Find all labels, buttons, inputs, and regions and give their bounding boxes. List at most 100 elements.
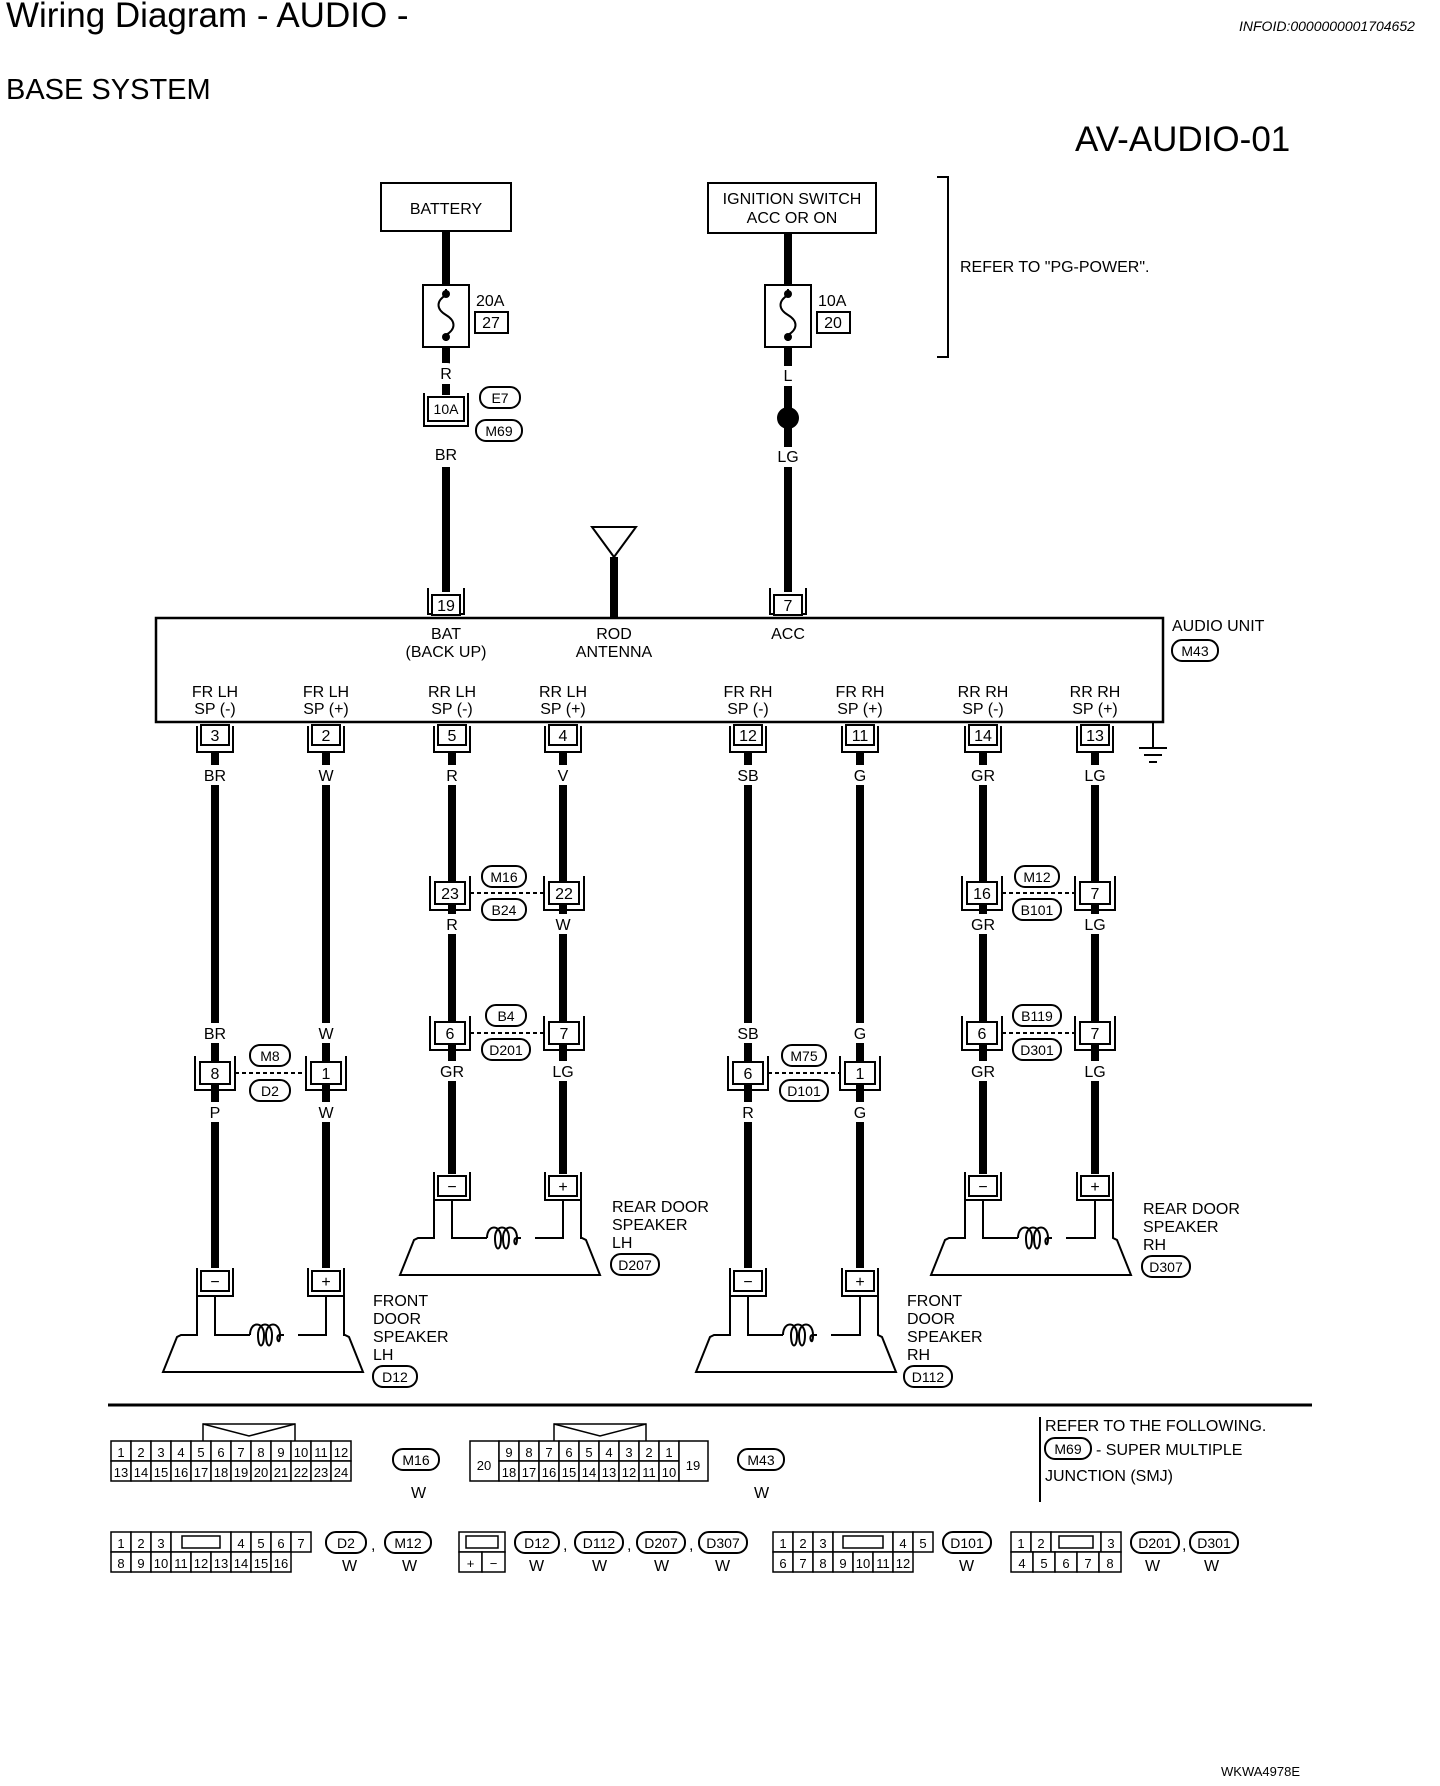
junction-m12-b101: 16 7 M12 B101 GR LG: [961, 865, 1116, 934]
svg-text:BR: BR: [204, 1026, 226, 1043]
acc-label: ACC: [771, 626, 805, 643]
svg-text:GR: GR: [971, 1064, 995, 1081]
d2-top-cell-label: 6: [277, 1536, 284, 1551]
svg-text:G: G: [854, 1026, 866, 1043]
d12-pill-label: D12: [524, 1535, 550, 1551]
svg-text:M75: M75: [790, 1048, 817, 1064]
svg-text:RR LH: RR LH: [539, 684, 587, 701]
svg-text:6: 6: [446, 1026, 455, 1043]
svg-text:16: 16: [973, 886, 991, 903]
d101-bot-cell-label: 6: [779, 1556, 786, 1571]
rear-door-speaker-rh: − + REAR DOOR SPEAKER RH D307: [929, 1172, 1240, 1278]
pin-10a: 10A: [434, 401, 460, 417]
svg-text:8: 8: [211, 1066, 220, 1083]
svg-text:M16: M16: [490, 869, 517, 885]
svg-text:LG: LG: [1084, 768, 1105, 785]
conn-e7: [479, 386, 521, 409]
m43-bot-cell-label: 14: [582, 1465, 596, 1480]
d12-latch: [465, 1535, 499, 1549]
svg-text:RH: RH: [1143, 1237, 1166, 1254]
svg-text:SB: SB: [737, 1026, 758, 1043]
svg-text:11: 11: [852, 728, 869, 745]
d12-wire-color: W: [529, 1558, 545, 1575]
wire-r-label: R: [440, 366, 452, 383]
d101-top-cell-label: 3: [819, 1536, 826, 1551]
d201-top-cell-label: 3: [1107, 1536, 1114, 1551]
audio-unit-box: [154, 616, 1165, 724]
info-id: INFOID:0000000001704652: [1239, 18, 1415, 34]
svg-text:SP (+): SP (+): [837, 701, 883, 718]
m16-bot-cell-label: 22: [294, 1465, 308, 1480]
battery-label: BATTERY: [410, 201, 483, 218]
svg-text:+: +: [321, 1274, 330, 1291]
svg-text:R: R: [446, 917, 458, 934]
junction-m8-d2: BR W 8 1 M8 D2 P W: [194, 1023, 347, 1122]
d101-pill: [942, 1531, 992, 1554]
m43-bot-cell-label: 12: [622, 1465, 636, 1480]
svg-text:SPEAKER: SPEAKER: [373, 1329, 449, 1346]
d2-top-cell-label: 1: [117, 1536, 124, 1551]
d101-bot-cell-label: 10: [856, 1556, 870, 1571]
d2-bot-cell-label: 11: [174, 1556, 188, 1571]
pin-7-top: 7: [769, 588, 807, 616]
svg-text:12: 12: [739, 728, 757, 745]
svg-text:LG: LG: [552, 1064, 573, 1081]
d2-bot-cell-label: 14: [234, 1556, 248, 1571]
svg-text:SPEAKER: SPEAKER: [1143, 1219, 1219, 1236]
m16-bot-cell-label: 15: [154, 1465, 168, 1480]
svg-text:SP (-): SP (-): [431, 701, 472, 718]
rod-label: ROD: [596, 626, 632, 643]
junction-m75-d101: SB G 6 1 M75 D101 R G: [727, 1023, 881, 1122]
svg-text:FRONT: FRONT: [907, 1293, 962, 1310]
svg-text:DOOR: DOOR: [907, 1311, 955, 1328]
d2-pill: [325, 1531, 367, 1554]
m12-wire-color: W: [402, 1558, 418, 1575]
d207-pill-label: D207: [644, 1535, 678, 1551]
refer-bracket: [937, 176, 949, 358]
svg-text:R: R: [742, 1105, 754, 1122]
conn-e7-label: E7: [491, 390, 508, 406]
svg-text:G: G: [854, 1105, 866, 1122]
diagram-code: AV-AUDIO-01: [1075, 120, 1291, 159]
svg-text:GR: GR: [971, 768, 995, 785]
d2-bot-cell: [270, 1551, 292, 1573]
m43-bot-cell-label: 17: [522, 1465, 536, 1480]
d12-cell-label: +: [467, 1556, 475, 1571]
d2-bot-cell-label: 16: [274, 1556, 288, 1571]
svg-text:14: 14: [974, 728, 992, 745]
svg-text:3: 3: [211, 728, 220, 745]
m16-pill: [392, 1448, 440, 1471]
svg-text:REAR DOOR: REAR DOOR: [1143, 1201, 1240, 1218]
m43-bot-cell-label: 18: [502, 1465, 516, 1480]
d2-wire-color: W: [342, 1558, 358, 1575]
m16-bot-cell-label: 16: [174, 1465, 188, 1480]
d201-pill: [1130, 1531, 1180, 1554]
m43-bot-cell-label: 11: [642, 1465, 656, 1480]
antenna-icon: [590, 526, 638, 559]
d2-bot-cell-label: 9: [137, 1556, 144, 1571]
junction-m16-b24: 23 22 M16 B24 R W: [429, 865, 585, 934]
svg-text:+: +: [1090, 1179, 1099, 1196]
d201-bot-cell-label: 4: [1018, 1556, 1025, 1571]
d101-top-cell-label: 2: [799, 1536, 806, 1551]
audio-unit-name: AUDIO UNIT: [1172, 618, 1265, 635]
unit-bottom-pins: 3 2 5 4 12 11 14 13: [196, 724, 1114, 753]
d101-top-cell-label: 1: [779, 1536, 786, 1551]
svg-text:20: 20: [477, 1458, 491, 1473]
refer-pg-power: REFER TO "PG-POWER".: [960, 259, 1149, 276]
fuse-20-box: [816, 311, 851, 334]
m16-bot-cell-label: 21: [274, 1465, 288, 1480]
svg-text:5: 5: [448, 728, 457, 745]
svg-text:D207: D207: [618, 1257, 652, 1273]
output-wires: [211, 752, 1099, 1268]
m16-top-cell-label: 6: [217, 1445, 224, 1460]
d2-bot-cell-label: 13: [214, 1556, 228, 1571]
m43-top-cell-label: 2: [645, 1445, 652, 1460]
svg-text:B4: B4: [497, 1008, 514, 1024]
m16-top-cell-label: 7: [237, 1445, 244, 1460]
d2-top-cell-label: 3: [157, 1536, 164, 1551]
d201-latch: [1058, 1535, 1094, 1549]
d2-top-cell-label: 5: [257, 1536, 264, 1551]
svg-text:2: 2: [322, 728, 331, 745]
